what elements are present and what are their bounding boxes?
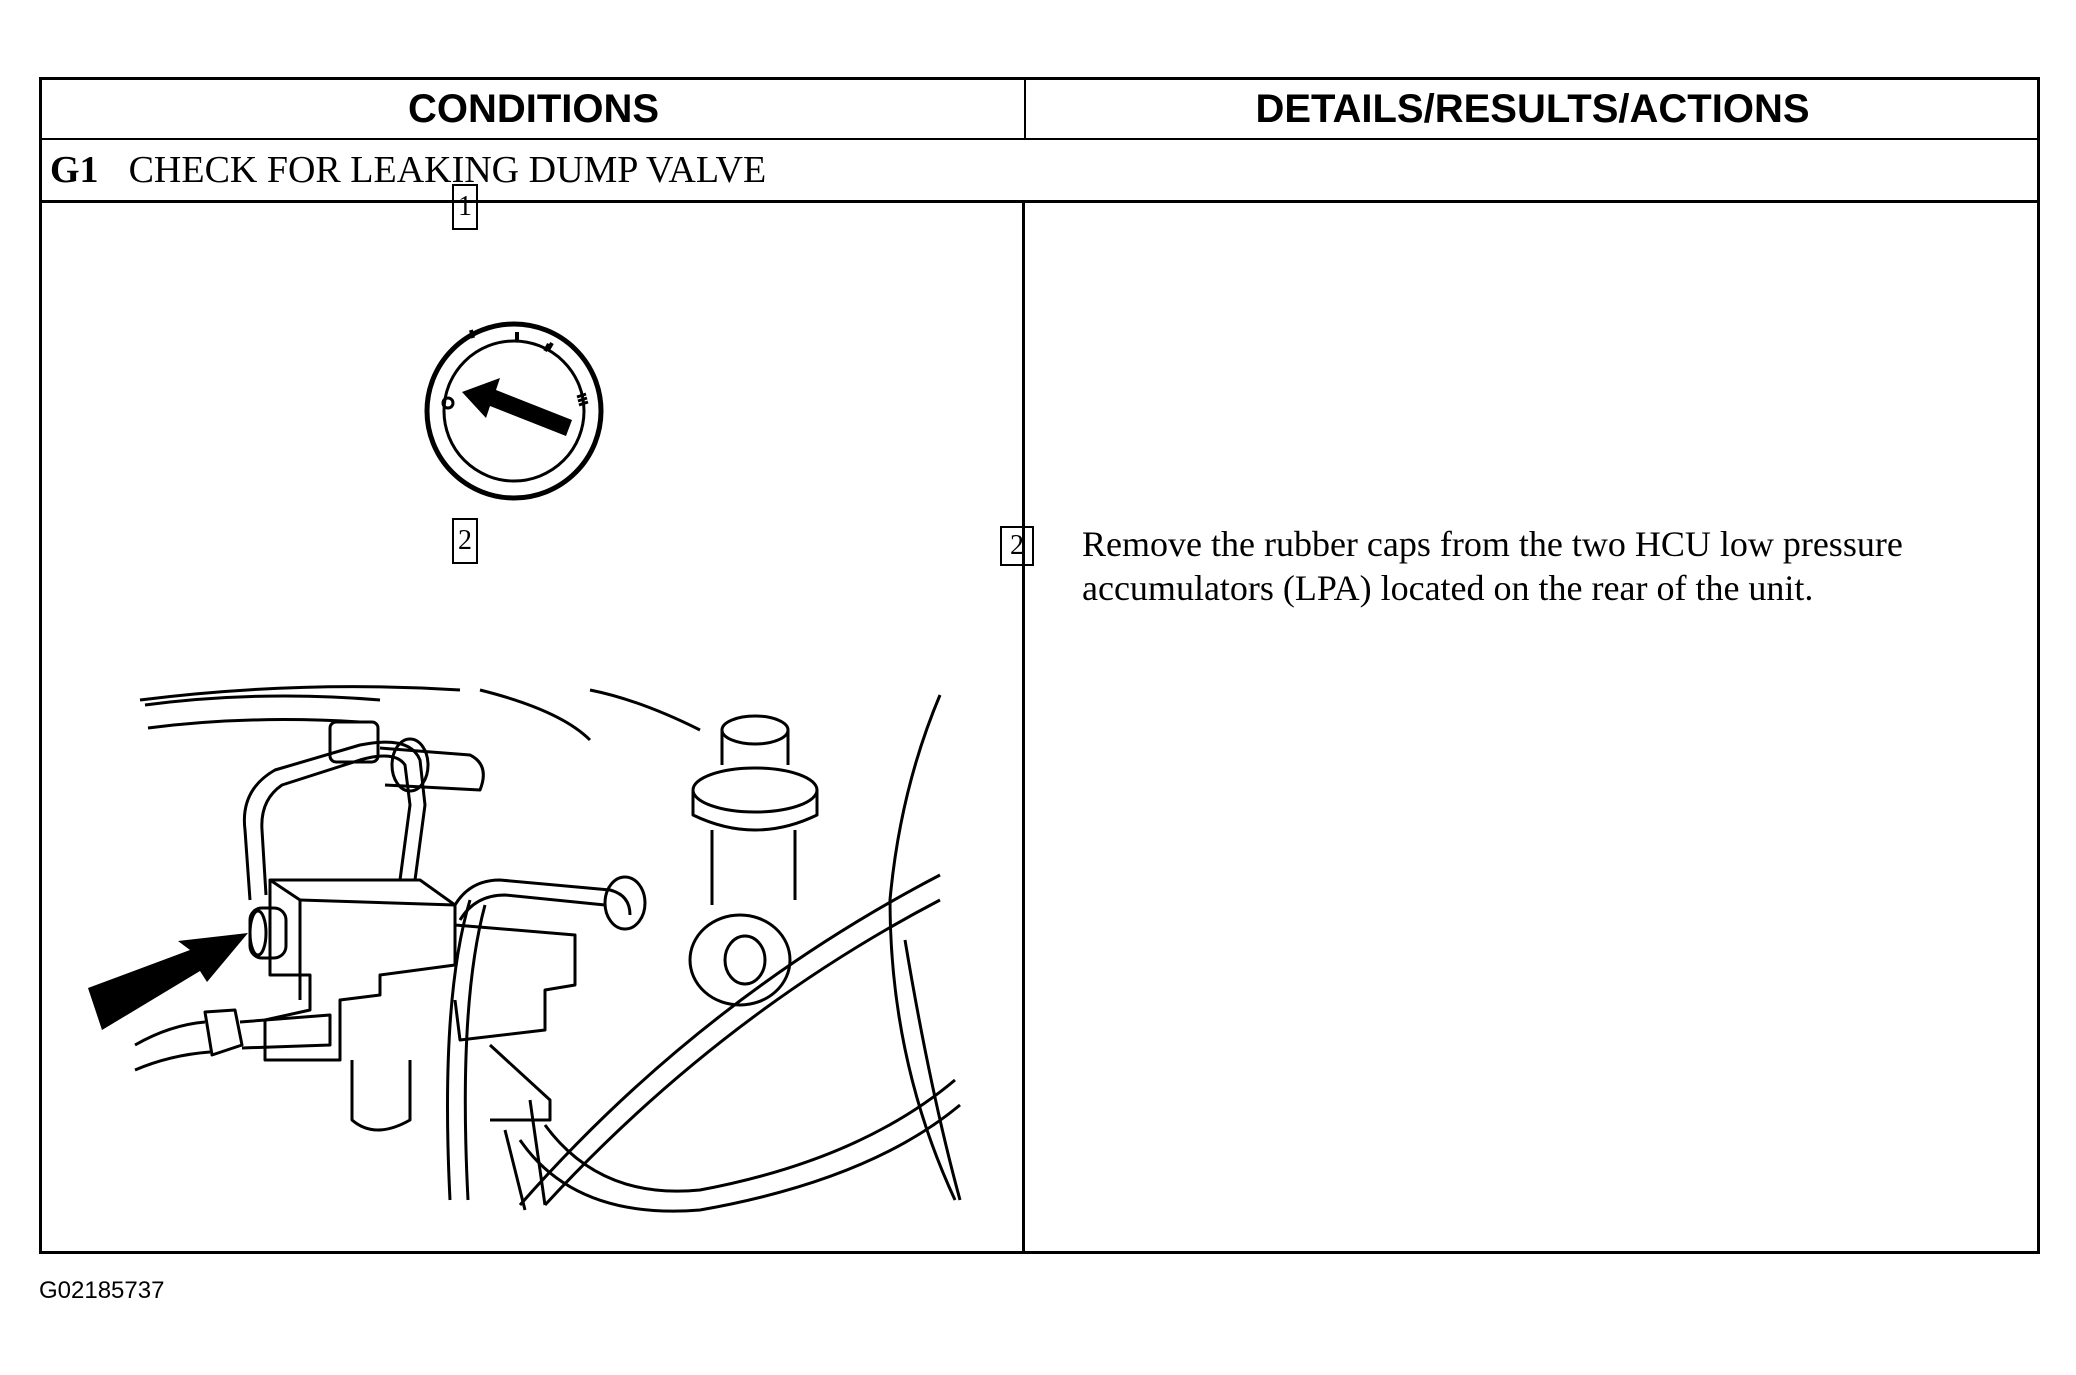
step-instruction-text: Remove the rubber caps from the two HCU …: [1082, 524, 1903, 608]
callout-2: 2: [452, 518, 478, 564]
details-results-actions-header: DETAILS/RESULTS/ACTIONS: [1255, 86, 1810, 131]
callout-1: 1: [452, 184, 478, 230]
hcu-assembly-drawing: [134, 685, 962, 1213]
header-rule: [42, 138, 2037, 140]
procedure-table: CONDITIONS DETAILS/RESULTS/ACTIONS G1 CH…: [39, 77, 2040, 1254]
section-title-row: G1 CHECK FOR LEAKING DUMP VALVE: [50, 140, 766, 200]
section-title: CHECK FOR LEAKING DUMP VALVE: [128, 149, 767, 191]
ignition-switch-icon: [424, 321, 604, 501]
body-divider: [1022, 203, 1025, 1254]
position-mark-0: [469, 329, 475, 339]
conditions-header: CONDITIONS: [407, 86, 660, 131]
section-code: G1: [50, 149, 99, 191]
section-rule: [42, 200, 2037, 203]
key-arrow-icon: [462, 378, 572, 436]
figure-code: G02185737: [39, 1277, 165, 1304]
pointer-arrow-icon: [88, 933, 248, 1030]
header-divider: [1024, 80, 1026, 138]
step-number-badge: 2: [1000, 526, 1034, 566]
